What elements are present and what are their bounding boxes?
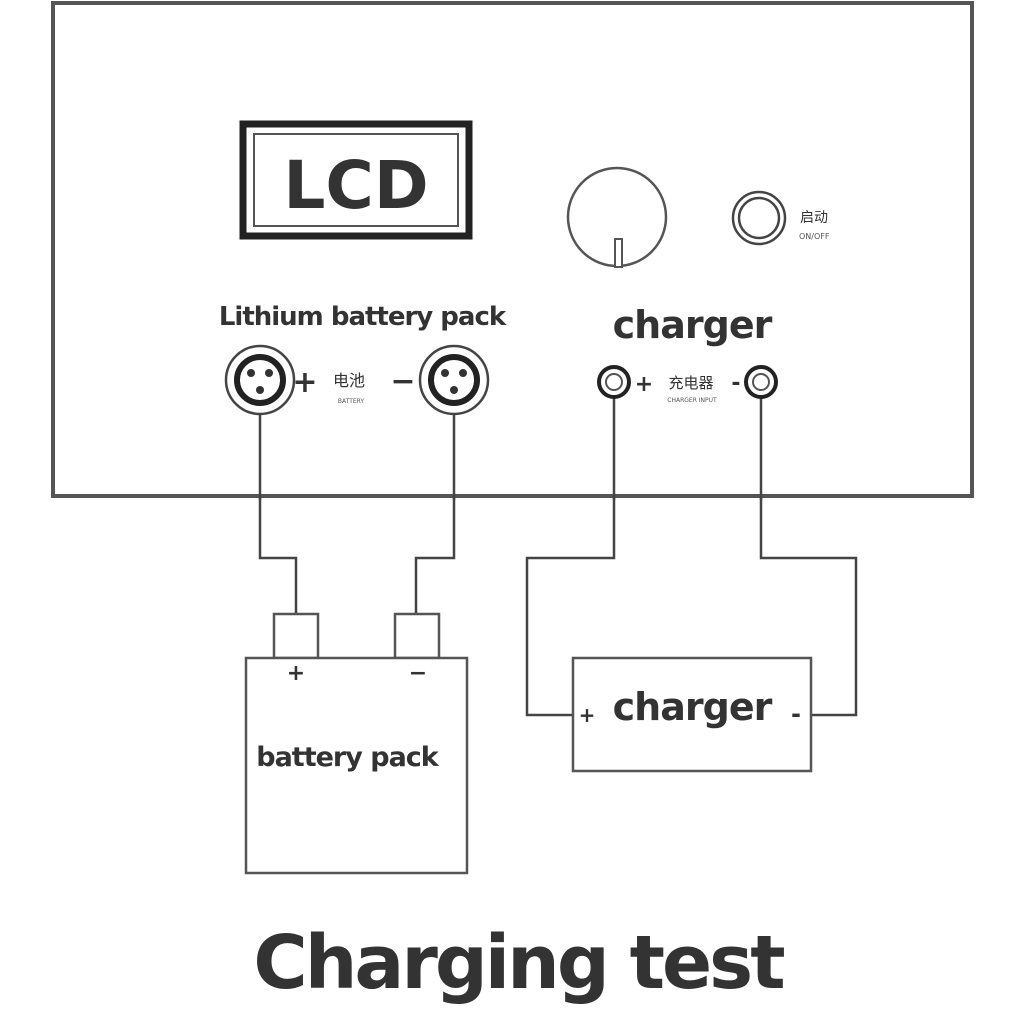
battery-pack-label: battery pack [256,742,440,773]
battery-socket-label-cn: 电池 [333,371,365,390]
battery-negative-socket-icon[interactable] [418,344,490,416]
battery-pack-body [244,656,469,875]
charger-jack-label-en: CHARGER INPUT [667,397,717,404]
charger-positive-jack-icon[interactable] [597,365,631,399]
wire-charger-positive [525,398,616,717]
power-label-en: ON/OFF [799,232,830,241]
charger-jack-plus-sign: + [635,372,653,397]
dial-knob-icon[interactable] [566,166,668,268]
charger-unit-body [571,656,813,773]
charger-negative-jack-icon[interactable] [744,365,778,399]
charger-section-heading: charger [613,303,773,347]
battery-socket-plus-sign: + [292,365,317,400]
charger-unit-plus-sign: + [579,703,596,727]
battery-positive-terminal [272,612,320,660]
control-panel [51,1,974,498]
battery-section-heading: Lithium battery pack [219,302,507,332]
battery-pack [244,612,469,875]
battery-positive-socket-icon[interactable] [224,344,296,416]
battery-pack-minus-sign: − [409,661,427,686]
battery-socket-minus-sign: − [390,364,415,399]
charger-unit-label: charger [613,685,773,729]
charger-jack-minus-sign: - [731,371,740,396]
battery-pack-plus-sign: + [287,661,305,686]
power-button[interactable] [731,190,787,246]
charger-unit-minus-sign: - [791,700,801,728]
battery-socket-label-en: BATTERY [338,398,365,405]
lcd-label: LCD [283,147,428,224]
battery-negative-terminal [393,612,441,660]
charger-jack-label-cn: 充电器 [668,374,713,392]
power-label-cn: 启动 [800,210,828,226]
wire-charger-negative [759,398,858,717]
diagram-title: Charging test [253,920,784,1006]
lcd-display: LCD [239,120,473,240]
